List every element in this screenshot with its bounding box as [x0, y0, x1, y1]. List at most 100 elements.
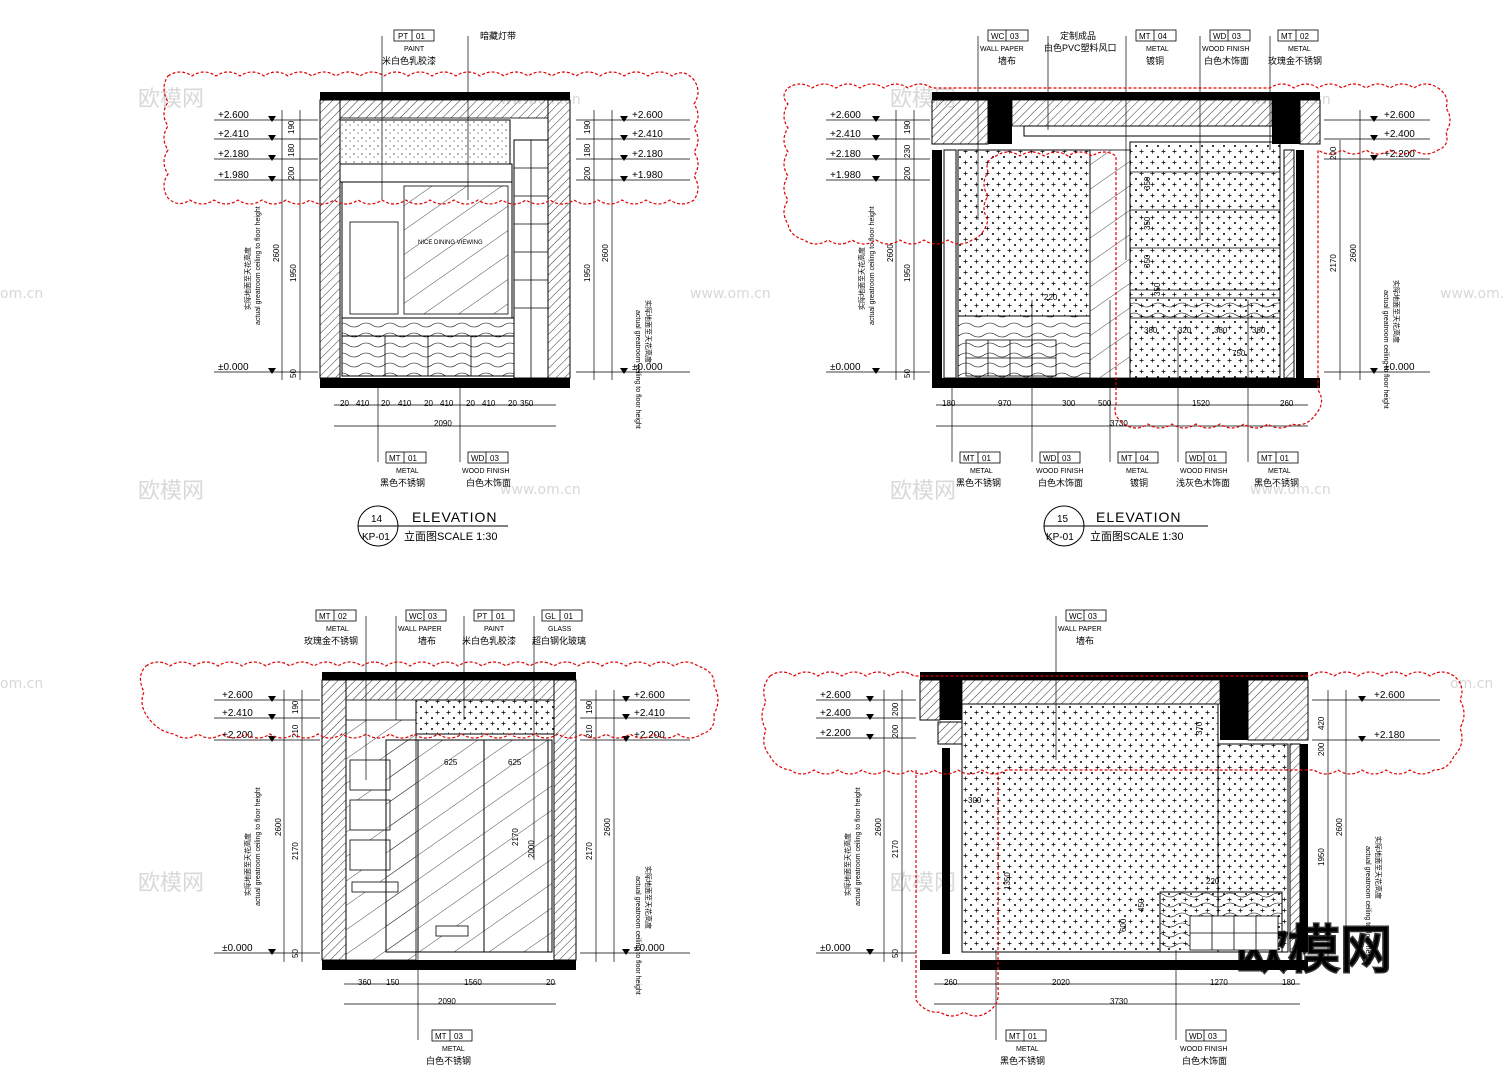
floor-slab: [932, 378, 1320, 388]
svg-text:190: 190: [291, 700, 300, 714]
svg-text:300: 300: [1062, 399, 1076, 408]
svg-text:20: 20: [546, 978, 555, 987]
svg-text:01: 01: [416, 32, 425, 41]
svg-text:14: 14: [371, 514, 383, 525]
svg-text:MT: MT: [963, 454, 975, 463]
svg-text:METAL: METAL: [1268, 468, 1291, 475]
svg-text:180: 180: [942, 399, 956, 408]
elevation-15: 220 380 320 380 380 750 350 350 350 350 …: [783, 29, 1451, 547]
svg-text:03: 03: [428, 612, 437, 621]
svg-text:MT: MT: [319, 612, 331, 621]
svg-text:METAL: METAL: [1126, 468, 1149, 475]
svg-text:625: 625: [508, 758, 522, 767]
svg-text:+2.600: +2.600: [632, 110, 663, 121]
svg-text:2600: 2600: [1335, 818, 1344, 836]
svg-text:190: 190: [287, 120, 296, 134]
inner-dims: 625 625 2170 2000: [444, 758, 536, 858]
left-wall-section: [319, 99, 341, 379]
svg-text:03: 03: [454, 1032, 463, 1041]
svg-text:2090: 2090: [434, 419, 452, 428]
svg-text:METAL: METAL: [1146, 46, 1169, 53]
levels-left: +2.600 +2.410 +2.180 +1.980 ±0.000: [826, 110, 930, 380]
svg-text:1950: 1950: [289, 264, 298, 282]
svg-text:2170: 2170: [1329, 254, 1338, 272]
mirror-panel: [403, 185, 509, 315]
watermark-brand: 欧模网: [138, 87, 204, 112]
watermark-site: www.om.cn: [1250, 482, 1331, 498]
svg-text:定制成品: 定制成品: [1060, 30, 1096, 41]
svg-text:ELEVATION: ELEVATION: [1096, 509, 1182, 525]
svg-text:180: 180: [1282, 978, 1296, 987]
door-panel: [349, 221, 399, 315]
watermark-brand: 欧模网: [890, 479, 956, 504]
svg-text:200: 200: [1317, 742, 1326, 756]
svg-text:625: 625: [444, 758, 458, 767]
svg-text:+2.180: +2.180: [830, 149, 861, 160]
inner-dims: 220 380 320 380 380 750 350 350 350 350: [1044, 176, 1266, 358]
svg-text:420: 420: [1317, 716, 1326, 730]
svg-text:+2.400: +2.400: [1384, 129, 1415, 140]
levels-right: +2.600 +2.410 +2.200 ±0.000: [580, 690, 690, 962]
ceiling-section: [339, 99, 549, 119]
svg-text:320: 320: [1178, 326, 1192, 335]
svg-text:+2.200: +2.200: [634, 730, 665, 741]
svg-text:600: 600: [1119, 918, 1128, 932]
svg-text:370: 370: [1195, 721, 1204, 735]
svg-text:1350: 1350: [1003, 872, 1012, 890]
svg-text:墙布: 墙布: [1076, 635, 1094, 646]
svg-text:2020: 2020: [1052, 978, 1070, 987]
svg-text:360: 360: [358, 978, 372, 987]
svg-text:WALL PAPER: WALL PAPER: [398, 626, 442, 633]
svg-text:200: 200: [287, 166, 296, 180]
svg-text:380: 380: [1214, 326, 1228, 335]
svg-text:2600: 2600: [874, 818, 883, 836]
svg-text:玫瑰金不锈钢: 玫瑰金不锈钢: [304, 635, 358, 646]
svg-text:+2.200: +2.200: [222, 730, 253, 741]
svg-text:KP-01: KP-01: [1046, 532, 1074, 543]
svg-text:2600: 2600: [272, 244, 281, 262]
svg-text:WC: WC: [991, 32, 1005, 41]
svg-text:METAL: METAL: [396, 468, 419, 475]
svg-text:01: 01: [564, 612, 573, 621]
svg-text:190: 190: [585, 700, 594, 714]
wallpaper-panel-right: [1129, 141, 1281, 379]
svg-text:2600: 2600: [1349, 244, 1358, 262]
svg-text:actual greatroom ceiling to fl: actual greatroom ceiling to floor height: [855, 787, 862, 906]
svg-text:墙布: 墙布: [418, 635, 436, 646]
svg-text:20: 20: [424, 399, 433, 408]
svg-text:墙布: 墙布: [998, 55, 1016, 66]
revision-cloud: [139, 661, 719, 739]
svg-text:米白色乳胶漆: 米白色乳胶漆: [462, 635, 516, 646]
svg-text:+2.600: +2.600: [222, 690, 253, 701]
svg-text:+2.410: +2.410: [634, 708, 665, 719]
svg-text:380: 380: [1252, 326, 1266, 335]
svg-text:210: 210: [291, 724, 300, 738]
svg-text:实际地面至天花高度: 实际地面至天花高度: [243, 833, 252, 896]
glass-door: [385, 739, 553, 953]
svg-text:20: 20: [466, 399, 475, 408]
svg-text:METAL: METAL: [326, 626, 349, 633]
svg-text:+2.600: +2.600: [830, 110, 861, 121]
svg-text:±0.000: ±0.000: [632, 362, 663, 373]
svg-text:WALL PAPER: WALL PAPER: [980, 46, 1024, 53]
bottom-dims: 180 970 300 500 1520 260 3730: [942, 399, 1294, 428]
svg-text:立面图SCALE 1:30: 立面图SCALE 1:30: [404, 529, 498, 543]
watermark-domain: om.cn: [0, 286, 43, 302]
svg-text:450: 450: [1137, 898, 1146, 912]
level-label: ±0.000: [218, 362, 249, 373]
svg-text:黑色不锈钢: 黑色不锈钢: [1254, 477, 1299, 488]
svg-text:2170: 2170: [291, 842, 300, 860]
svg-text:04: 04: [1158, 32, 1167, 41]
svg-text:15: 15: [1057, 514, 1069, 525]
right-trim: [1296, 150, 1304, 378]
wallpaper-panel: [957, 149, 1091, 317]
svg-text:410: 410: [356, 399, 370, 408]
svg-text:+2.410: +2.410: [830, 129, 861, 140]
